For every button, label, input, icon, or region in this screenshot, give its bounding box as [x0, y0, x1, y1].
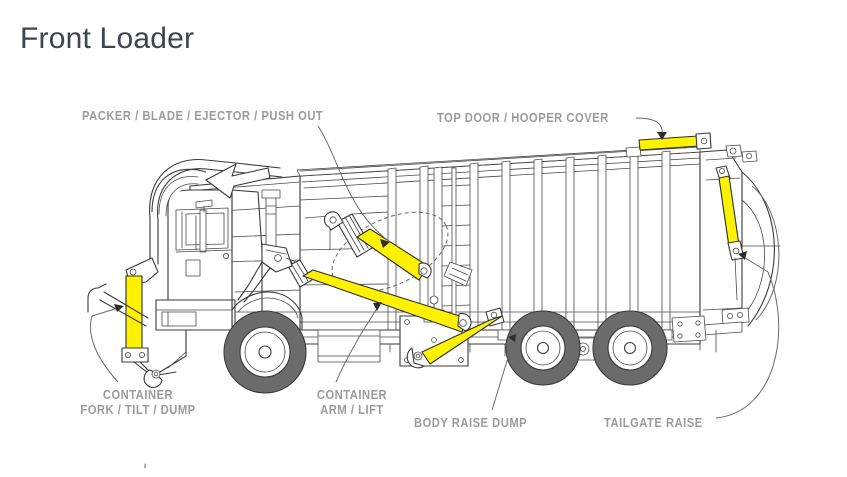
- callout-container-fork: CONTAINER FORK / TILT / DUMP: [56, 387, 219, 417]
- packer-direction-arrow: [205, 163, 271, 199]
- callout-tailgate-raise-line-1: TAILGATE RAISE: [604, 415, 703, 430]
- callout-top-door-line-1: TOP DOOR / HOOPER COVER: [437, 110, 609, 125]
- callout-top-door: TOP DOOR / HOOPER COVER: [437, 110, 609, 125]
- callout-body-raise: BODY RAISE DUMP: [414, 415, 527, 430]
- rear-wheel-aft: [592, 310, 668, 386]
- leader-lines: [90, 117, 780, 419]
- body-ladder: [433, 166, 471, 331]
- container-fork-assembly: [87, 257, 187, 388]
- rear-wheel-forward: [505, 310, 581, 386]
- tailgate-raise-cylinder: [715, 165, 745, 301]
- top-door-cylinder: [625, 132, 712, 158]
- callout-container-arm: CONTAINER ARM / LIFT: [305, 387, 400, 417]
- callout-container-fork-line-2: FORK / TILT / DUMP: [80, 402, 196, 417]
- callout-packer: PACKER / BLADE / EJECTOR / PUSH OUT: [82, 108, 323, 123]
- truck-cab: [149, 158, 303, 331]
- page-title: Front Loader: [20, 22, 195, 55]
- ejector-plate: [443, 261, 473, 287]
- callout-tailgate-raise: TAILGATE RAISE: [604, 415, 703, 430]
- callout-container-arm-line-2: ARM / LIFT: [320, 402, 384, 417]
- callout-body-raise-line-1: BODY RAISE DUMP: [414, 415, 528, 430]
- body-ribs: [387, 150, 671, 331]
- packer-cylinder: [323, 211, 449, 293]
- callout-packer-line-1: PACKER / BLADE / EJECTOR / PUSH OUT: [82, 108, 324, 123]
- callout-container-arm-line-1: CONTAINER: [316, 387, 388, 402]
- body-raise-dump-cylinder: [406, 307, 505, 369]
- callout-container-fork-line-1: CONTAINER: [102, 387, 174, 402]
- front-wheel: [223, 310, 307, 394]
- wheel-group: [223, 310, 668, 394]
